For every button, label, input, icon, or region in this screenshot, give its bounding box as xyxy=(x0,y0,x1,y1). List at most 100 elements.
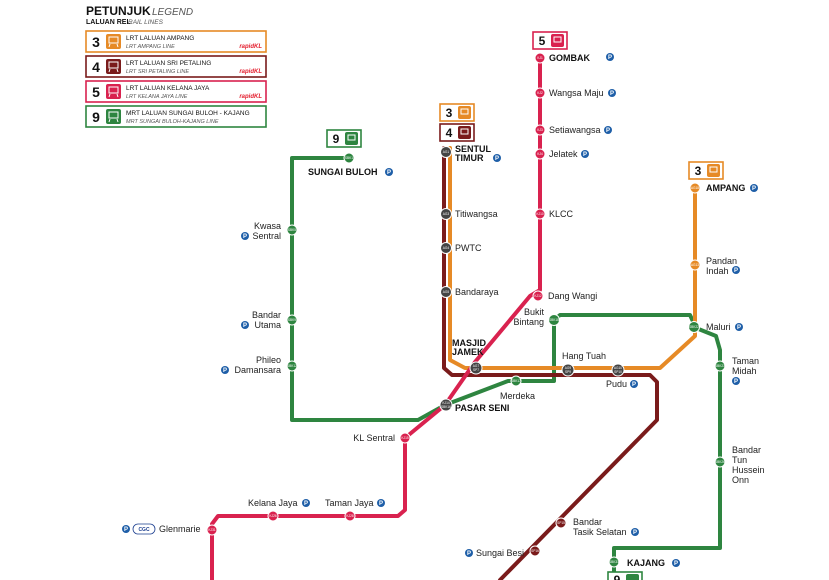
station-marker[interactable]: AG1 xyxy=(440,146,452,158)
svg-text:KJ4: KJ4 xyxy=(537,152,543,156)
station-marker[interactable]: SBK22 xyxy=(688,321,700,333)
station-marker[interactable]: KJ1 xyxy=(534,52,546,64)
station-marker[interactable]: SP16 xyxy=(529,545,541,557)
station-label-merdeka[interactable]: Merdeka xyxy=(500,391,535,401)
park-ride-icon: P xyxy=(750,184,758,192)
station-label-kwasa-sentral-2[interactable]: Sentral xyxy=(252,231,281,241)
svg-text:AG4: AG4 xyxy=(443,246,450,250)
station-label-sungai-buloh[interactable]: SUNGAI BULOH xyxy=(308,167,378,177)
station-label-dang-wangi[interactable]: Dang Wangi xyxy=(548,291,597,301)
station-marker[interactable]: AG18 xyxy=(689,182,701,194)
station-marker[interactable]: KJ26 xyxy=(267,510,279,522)
station-label-phileo[interactable]: Phileo xyxy=(256,355,281,365)
station-marker[interactable]: KJ12 xyxy=(532,290,544,302)
station-label-pudu[interactable]: Pudu xyxy=(606,379,627,389)
station-label-pandan-indah[interactable]: Pandan xyxy=(706,256,737,266)
station-marker[interactable]: SBK12 xyxy=(286,360,298,372)
station-label-wangsa-maju[interactable]: Wangsa Maju xyxy=(549,88,604,98)
svg-text:P: P xyxy=(243,234,247,240)
badge-number: 5 xyxy=(539,34,546,48)
station-label-bts[interactable]: Bandar xyxy=(573,517,602,527)
park-icons: P P P P P P P P P P P P P P P P P P P P … xyxy=(122,53,758,567)
station-label-pwtc[interactable]: PWTC xyxy=(455,243,482,253)
svg-text:AG9: AG9 xyxy=(565,366,572,370)
station-label-bts-2[interactable]: Tasik Selatan xyxy=(573,527,627,537)
badge-number: 4 xyxy=(446,126,453,140)
station-label-ampang[interactable]: AMPANG xyxy=(706,183,745,193)
station-marker[interactable]: SBK31 xyxy=(608,556,620,568)
station-label-gombak[interactable]: GOMBAK xyxy=(549,53,590,63)
svg-text:SP16: SP16 xyxy=(531,549,539,553)
svg-text:KJ14: KJ14 xyxy=(442,401,449,405)
station-marker[interactable]: SBK5 xyxy=(286,224,298,236)
station-label-btho-4[interactable]: Onn xyxy=(732,475,749,485)
park-ride-icon: P xyxy=(581,150,589,158)
station-label-glenmarie[interactable]: Glenmarie xyxy=(159,524,201,534)
svg-text:KJ2: KJ2 xyxy=(537,91,543,95)
station-label-pandan-indah-2[interactable]: Indah xyxy=(706,266,729,276)
svg-text:SBK31: SBK31 xyxy=(609,560,619,564)
station-label-phileo-2[interactable]: Damansara xyxy=(234,365,281,375)
station-label-bandar-utama[interactable]: Bandar xyxy=(252,310,281,320)
station-label-taman-midah[interactable]: Taman xyxy=(732,356,759,366)
station-marker[interactable]: SBK18 xyxy=(548,314,560,326)
station-label-bandaraya[interactable]: Bandaraya xyxy=(455,287,499,297)
legend-line-name: LRT LALUAN AMPANG xyxy=(126,35,194,42)
station-label-kwasa-sentral[interactable]: Kwasa xyxy=(254,221,281,231)
legend-line-number: 3 xyxy=(92,34,100,50)
station-marker[interactable]: AG4 xyxy=(440,242,452,254)
station-marker[interactable]: AG5 xyxy=(440,286,452,298)
station-marker[interactable]: KJ2 xyxy=(534,87,546,99)
station-marker[interactable]: SBK17 xyxy=(510,375,522,387)
station-label-btho[interactable]: Bandar xyxy=(732,445,761,455)
station-marker[interactable]: KJ31 xyxy=(206,524,218,536)
station-label-sentul-timur-2[interactable]: TIMUR xyxy=(455,153,484,163)
svg-text:P: P xyxy=(734,379,738,385)
station-label-setiawangsa[interactable]: Setiawangsa xyxy=(549,125,601,135)
station-label-btho-2[interactable]: Tun xyxy=(732,455,747,465)
station-label-kelana-jaya[interactable]: Kelana Jaya xyxy=(248,498,298,508)
station-marker[interactable]: SBK1 xyxy=(343,152,355,164)
station-label-bandar-utama-2[interactable]: Utama xyxy=(254,320,281,330)
station-label-sungai-besi[interactable]: Sungai Besi xyxy=(476,548,524,558)
station-label-masjid-jamek-2[interactable]: JAMEK xyxy=(452,347,484,357)
svg-text:P: P xyxy=(467,551,471,557)
station-label-bukit-bintang[interactable]: Bukit xyxy=(524,307,545,317)
station-marker[interactable]: AG13 xyxy=(689,259,701,271)
station-marker[interactable]: SBK26 xyxy=(714,456,726,468)
station-label-kajang[interactable]: KAJANG xyxy=(627,558,665,568)
station-marker[interactable]: KJ10 xyxy=(534,208,546,220)
station-label-sentul-timur[interactable]: SENTUL xyxy=(455,144,492,154)
station-label-pasar-seni[interactable]: PASAR SENI xyxy=(455,403,509,413)
station-label-jelatek[interactable]: Jelatek xyxy=(549,149,578,159)
station-marker[interactable]: KJ4 xyxy=(534,148,546,160)
station-marker[interactable]: SBK9 xyxy=(286,314,298,326)
station-label-kl-sentral[interactable]: KL Sentral xyxy=(353,433,395,443)
svg-text:SBK9: SBK9 xyxy=(288,318,296,322)
station-marker[interactable]: KJ15 xyxy=(399,432,411,444)
line-badge-kelana-jaya: 5 xyxy=(532,31,568,50)
station-label-hang-tuah[interactable]: Hang Tuah xyxy=(562,351,606,361)
legend: PETUNJUK LEGEND LALUAN REL RAIL LINES 3 … xyxy=(85,4,267,128)
station-label-masjid-jamek[interactable]: MASJID xyxy=(452,338,487,348)
station-marker[interactable]: KJ28 xyxy=(344,510,356,522)
svg-text:P: P xyxy=(495,156,499,162)
station-label-btho-3[interactable]: Hussein xyxy=(732,465,765,475)
park-ride-icon: P xyxy=(606,53,614,61)
station-label-bukit-bintang-2[interactable]: Bintang xyxy=(513,317,544,327)
svg-text:P: P xyxy=(737,325,741,331)
station-label-klcc[interactable]: KLCC xyxy=(549,209,574,219)
station-marker[interactable]: SBK23 xyxy=(714,360,726,372)
station-label-titiwangsa[interactable]: Titiwangsa xyxy=(455,209,498,219)
station-marker[interactable]: AG3 xyxy=(440,208,452,220)
station-label-taman-jaya[interactable]: Taman Jaya xyxy=(325,498,374,508)
station-label-taman-midah-2[interactable]: Midah xyxy=(732,366,757,376)
station-marker[interactable]: SP15 xyxy=(555,517,567,529)
station-marker[interactable]: KJ3 xyxy=(534,124,546,136)
station-label-maluri[interactable]: Maluri xyxy=(706,322,731,332)
svg-text:SP10: SP10 xyxy=(614,370,622,374)
